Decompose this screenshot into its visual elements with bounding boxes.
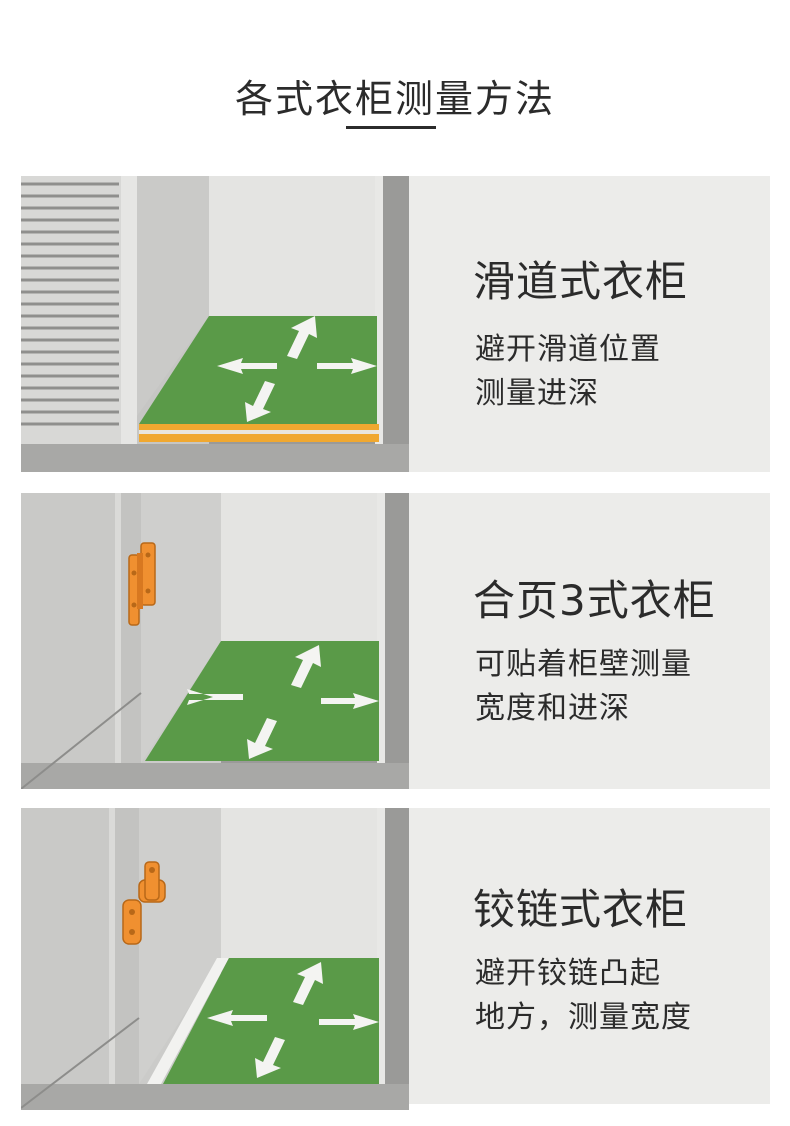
wardrobe-desc-line1: 避开滑道位置: [475, 332, 661, 367]
wardrobe-desc-line2: 测量进深: [475, 376, 599, 411]
cabinet-hinge-graphic: [122, 861, 166, 945]
wardrobe-desc-line1: 避开铰链凸起: [475, 956, 661, 991]
wardrobe-type-name: 合页3式衣柜: [473, 576, 716, 625]
page-title: 各式衣柜测量方法: [234, 77, 555, 121]
sliding-wardrobe-illustration: [21, 176, 409, 472]
cabinet-hinge-wardrobe-illustration: [21, 808, 409, 1110]
wardrobe-desc-line2: 宽度和进深: [475, 691, 630, 726]
hinge-wardrobe-illustration: [21, 493, 409, 789]
wardrobe-type-name: 滑道式衣柜: [473, 257, 689, 306]
wardrobe-type-name: 铰链式衣柜: [473, 885, 689, 934]
panel-cabinet-hinge-wardrobe: 铰链式衣柜 避开铰链凸起 地方，测量宽度: [21, 808, 770, 1110]
panel-sliding-wardrobe: 滑道式衣柜 避开滑道位置 测量进深: [21, 176, 770, 472]
title-underline: [346, 126, 436, 129]
hinge-graphic: [128, 542, 156, 626]
measure-arrows: [217, 316, 377, 422]
wardrobe-desc-line2: 地方，测量宽度: [475, 1000, 692, 1035]
panel-hinge-wardrobe: 合页3式衣柜 可贴着柜壁测量 宽度和进深: [21, 493, 770, 789]
wardrobe-desc-line1: 可贴着柜壁测量: [475, 647, 692, 682]
